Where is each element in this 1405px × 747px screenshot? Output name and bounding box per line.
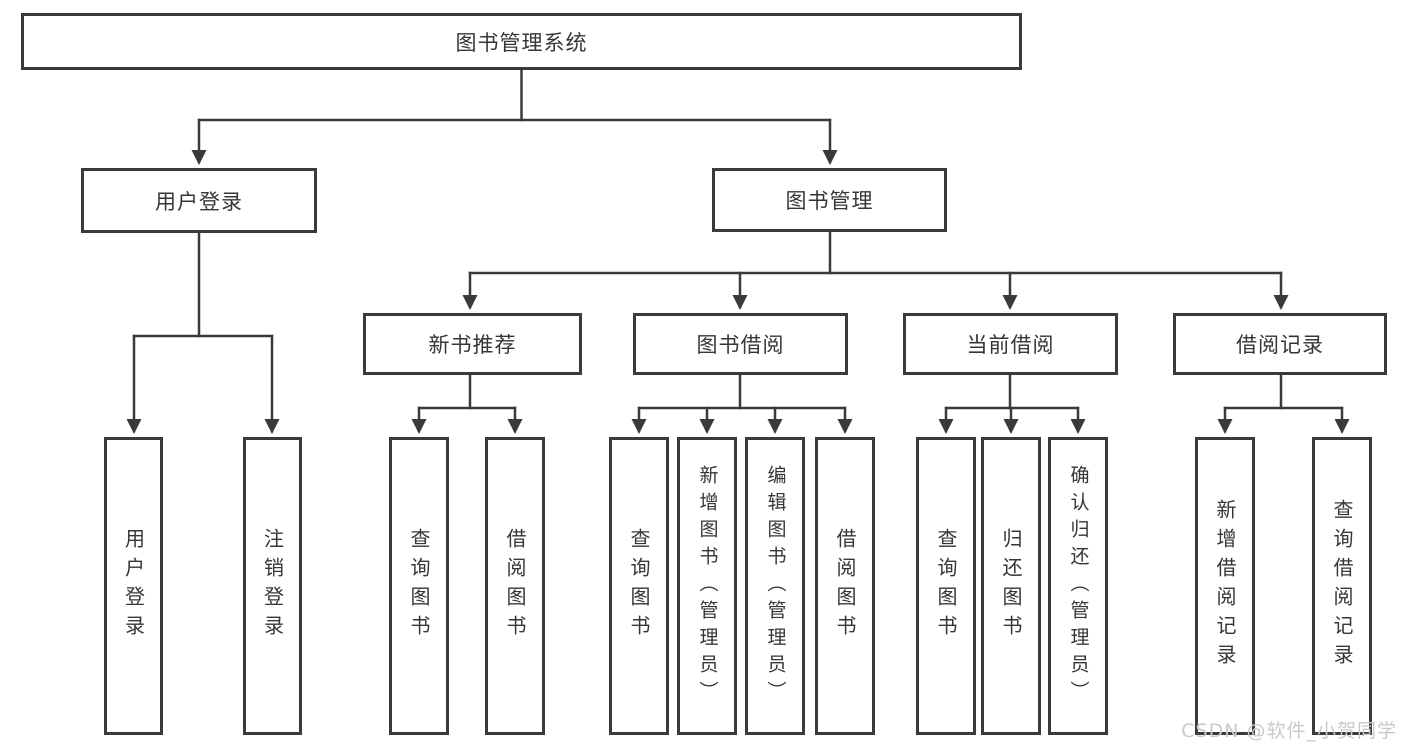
leaf-query-books-borrowing: 查询图书 (609, 437, 669, 735)
leaf-return-books: 归还图书 (981, 437, 1041, 735)
leaf-add-borrow-record: 新增借阅记录 (1195, 437, 1255, 735)
leaf-label: 注销登录 (260, 528, 285, 644)
leaf-add-books-admin: 新增图书（管理员） (677, 437, 737, 735)
csdn-watermark: CSDN @软件_小贺同学 (1181, 720, 1397, 742)
leaf-label: 新增借阅记录 (1213, 499, 1237, 673)
leaf-label: 用户登录 (121, 528, 146, 644)
node-current-borrowing: 当前借阅 (903, 313, 1118, 375)
leaf-label: 借阅图书 (503, 528, 527, 644)
node-label: 用户登录 (155, 189, 243, 214)
leaf-logout: 注销登录 (243, 437, 302, 735)
node-label: 图书借阅 (696, 333, 785, 357)
leaf-label: 查询借阅记录 (1330, 499, 1354, 673)
node-user-login: 用户登录 (81, 168, 317, 233)
leaf-label: 查询图书 (407, 528, 431, 644)
node-library-management-system: 图书管理系统 (21, 13, 1022, 70)
leaf-borrow-books-recommend: 借阅图书 (485, 437, 545, 735)
leaf-label: 借阅图书 (833, 528, 857, 644)
leaf-query-books-recommend: 查询图书 (389, 437, 449, 735)
leaf-label: 查询图书 (934, 528, 958, 644)
leaf-user-login: 用户登录 (104, 437, 163, 735)
node-label: 图书管理系统 (455, 30, 588, 55)
node-new-book-recommend: 新书推荐 (363, 313, 582, 375)
leaf-query-books-current: 查询图书 (916, 437, 976, 735)
node-label: 当前借阅 (966, 333, 1055, 357)
leaf-query-borrow-record: 查询借阅记录 (1312, 437, 1372, 735)
node-label: 新书推荐 (428, 333, 517, 357)
leaf-label: 确认归还（管理员） (1067, 464, 1090, 708)
node-label: 借阅记录 (1236, 333, 1324, 357)
node-label: 图书管理 (785, 189, 874, 213)
node-book-management: 图书管理 (712, 168, 947, 232)
leaf-label: 查询图书 (627, 528, 651, 644)
leaf-confirm-return-admin: 确认归还（管理员） (1048, 437, 1108, 735)
leaf-label: 编辑图书（管理员） (764, 464, 787, 708)
leaf-label: 新增图书（管理员） (696, 464, 719, 708)
leaf-edit-books-admin: 编辑图书（管理员） (745, 437, 805, 735)
leaf-borrow-books: 借阅图书 (815, 437, 875, 735)
node-book-borrowing: 图书借阅 (633, 313, 848, 375)
node-borrowing-records: 借阅记录 (1173, 313, 1387, 375)
leaf-label: 归还图书 (999, 528, 1023, 644)
